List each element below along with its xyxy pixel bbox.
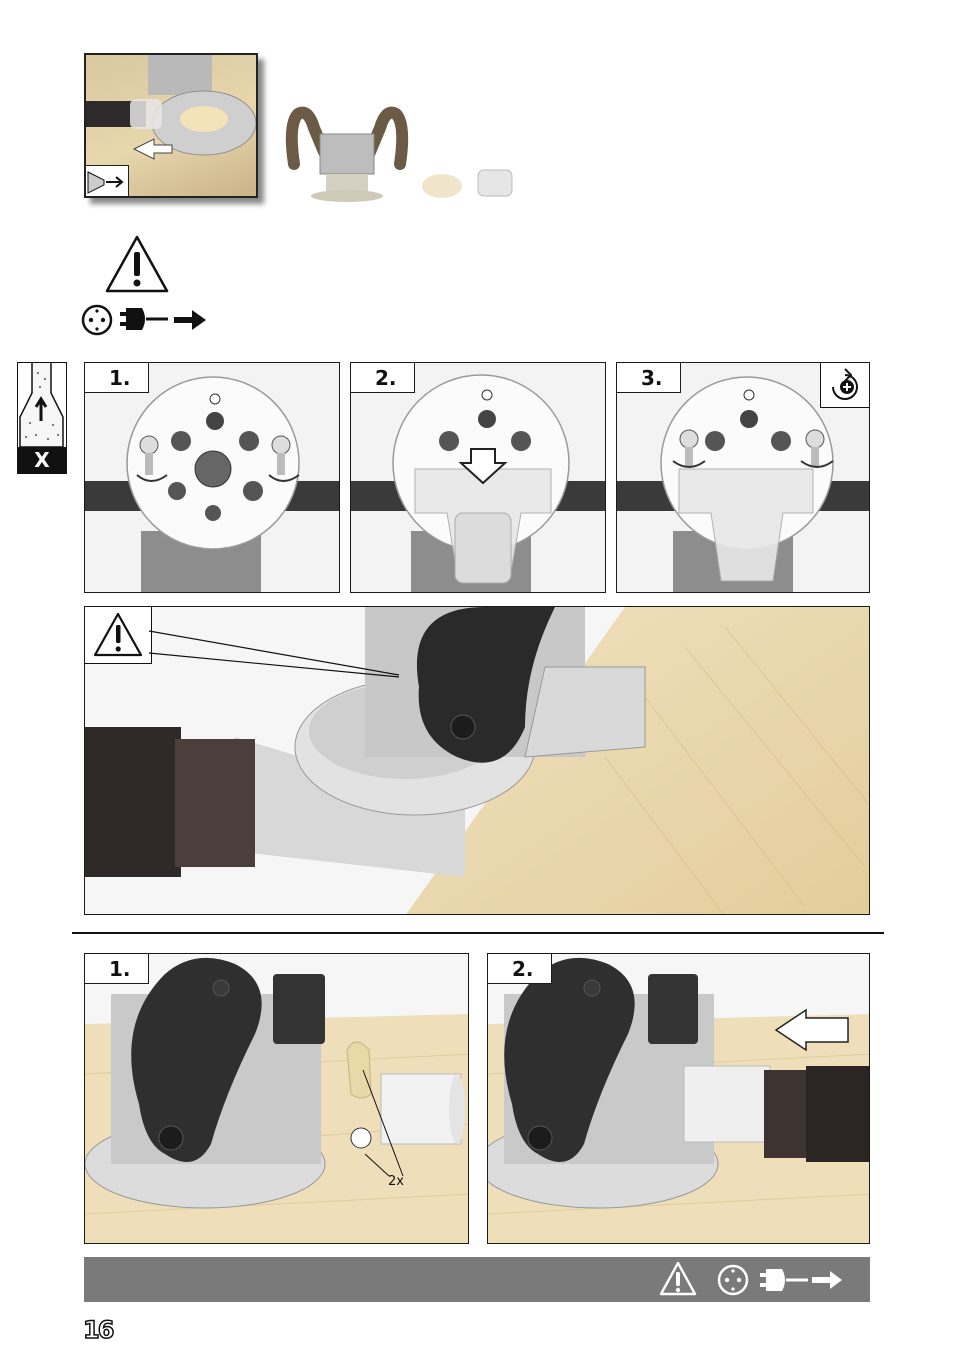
dust-extraction-photo [84, 53, 258, 198]
power-socket-icon [716, 1263, 750, 1297]
dust-extraction-icon [86, 165, 129, 198]
rotate-tighten-icon [820, 363, 869, 408]
connect-vacuum-hose-illustration [488, 954, 870, 1244]
warning-icon [658, 1260, 698, 1298]
step-panel-3: 3. [616, 362, 870, 593]
bottom-step-panel-1: 1. 2x [84, 953, 469, 1244]
dust-extraction-icon [18, 363, 65, 447]
warning-icon [85, 607, 151, 663]
warning-label-box [85, 607, 152, 664]
step-number: 1. [85, 363, 149, 393]
plug-icon [118, 304, 170, 334]
callout-lines [149, 625, 409, 685]
step-number: 3. [617, 363, 681, 393]
step-panel-2: 2. [350, 362, 606, 593]
section-tab-label: X [18, 447, 66, 473]
step-panel-1: 1. [84, 362, 340, 593]
safety-notice-bar [84, 1257, 870, 1302]
handle-accessory-illustration [284, 104, 410, 202]
attach-dust-spout-illustration [351, 363, 606, 593]
step-number: 1. [85, 954, 149, 984]
fit-hose-adaptor-illustration [85, 954, 469, 1244]
power-socket-icon [80, 303, 114, 337]
section-divider [72, 932, 884, 934]
arrow-right-icon [172, 308, 208, 332]
step-number: 2. [488, 954, 552, 984]
section-tab: X [17, 362, 67, 474]
bottom-step-panel-2: 2. [487, 953, 870, 1244]
step-number: 2. [351, 363, 415, 393]
base-plate-screws-illustration [85, 363, 340, 593]
dust-adaptor-parts [418, 166, 516, 204]
plug-icon [758, 1265, 810, 1295]
quantity-label: 2x [388, 1174, 404, 1189]
warning-icon [104, 234, 170, 294]
hose-connection-panel [84, 606, 870, 915]
arrow-right-icon [810, 1269, 844, 1291]
page-number: 16 [83, 1316, 112, 1344]
